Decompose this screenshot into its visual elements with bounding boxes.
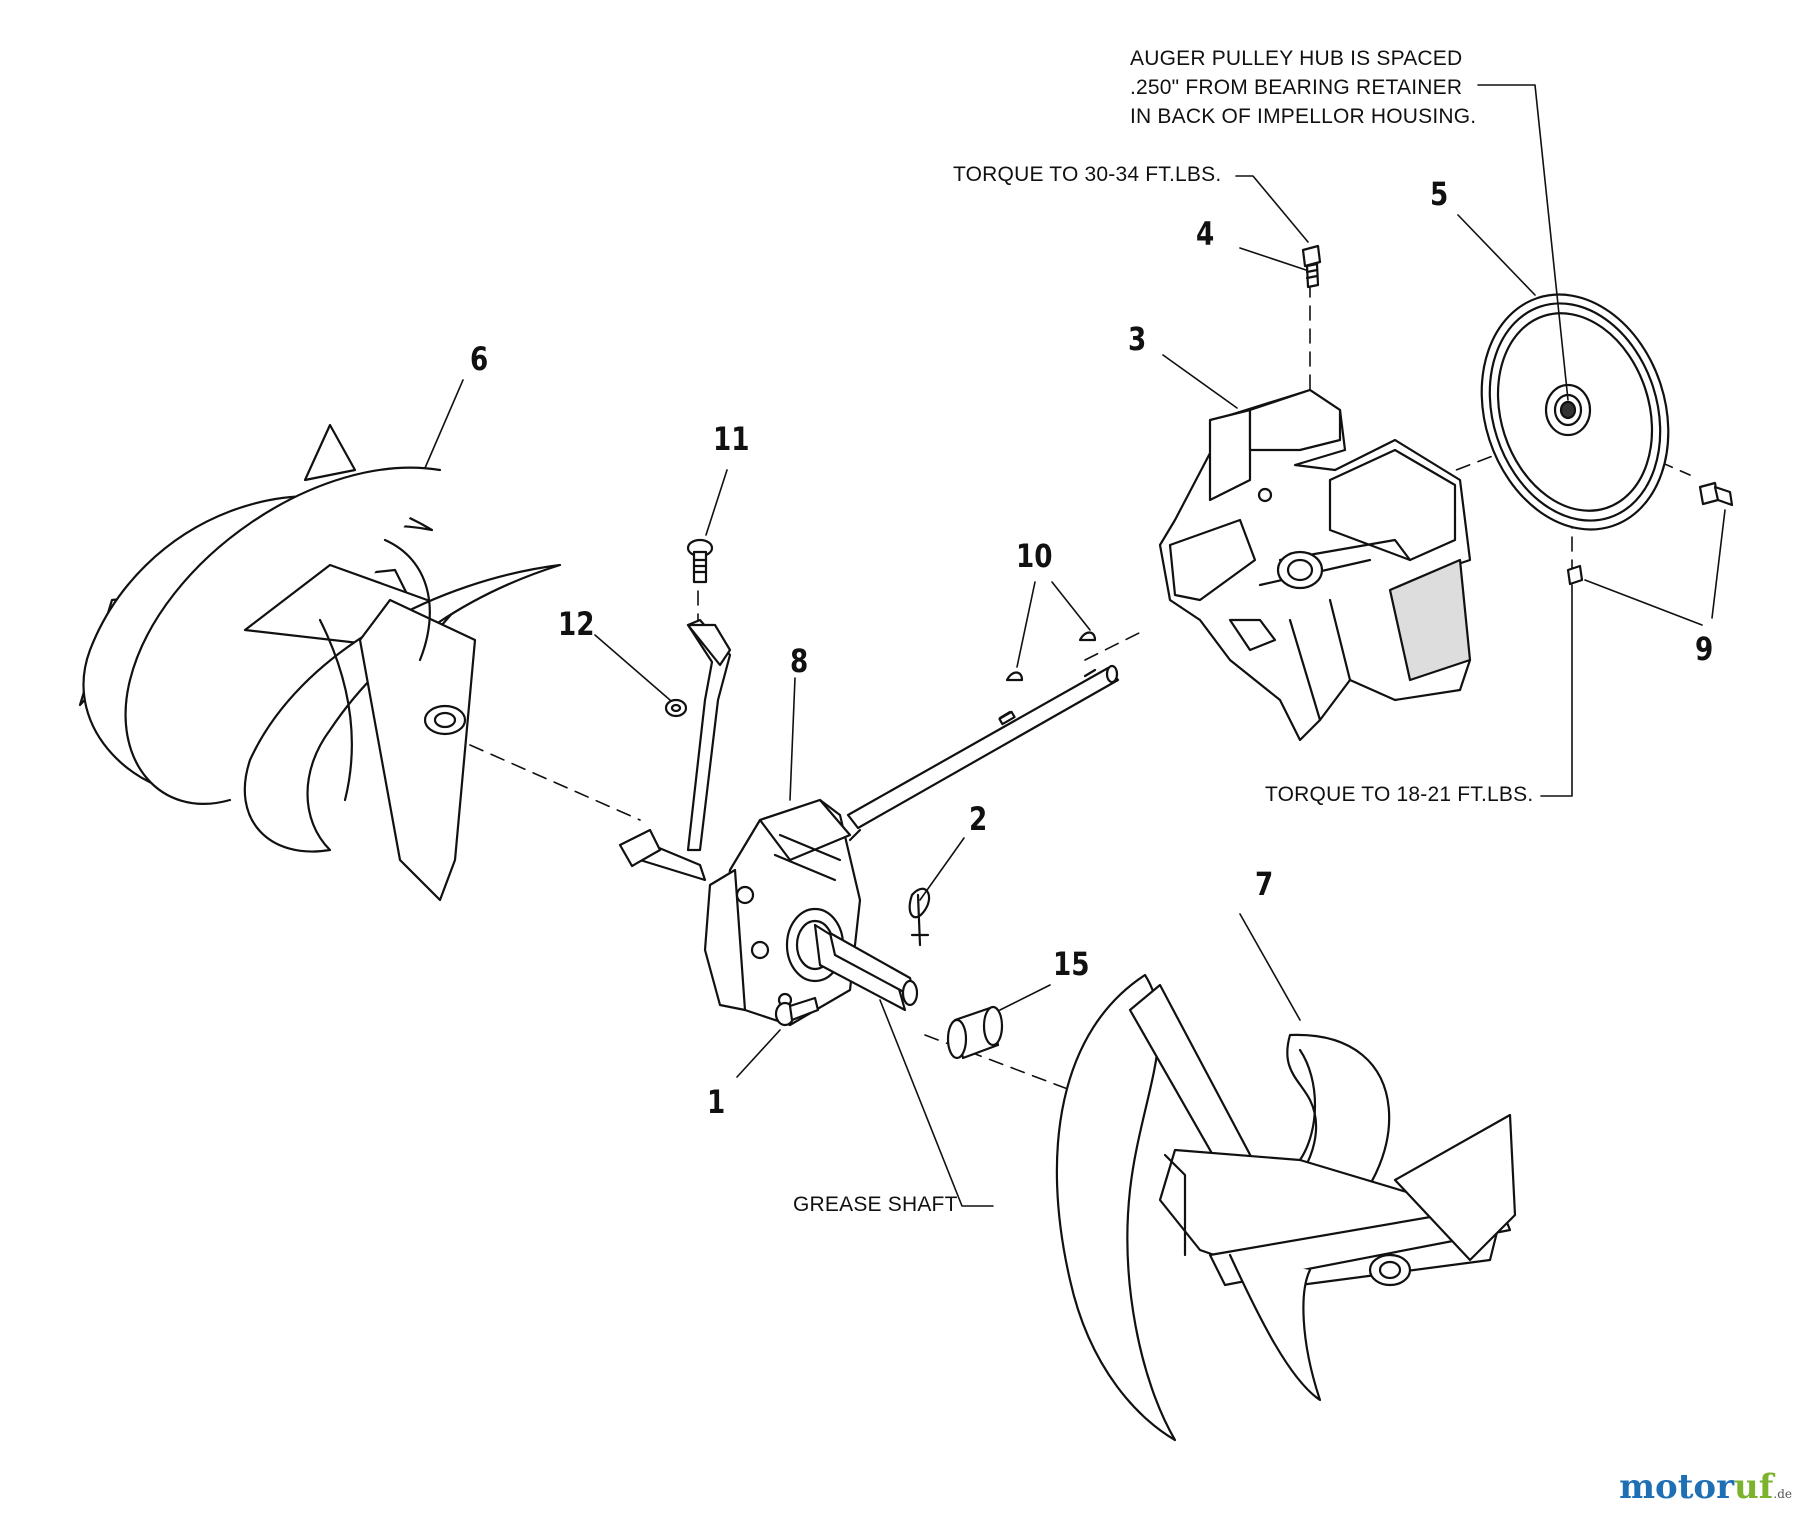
callout-2: 2 bbox=[969, 800, 988, 838]
note-auger-line-3: IN BACK OF IMPELLOR HOUSING. bbox=[1130, 105, 1477, 128]
watermark-tld: .de bbox=[1773, 1487, 1792, 1501]
callout-5: 5 bbox=[1430, 175, 1449, 213]
callout-12: 12 bbox=[558, 605, 595, 643]
callout-11: 11 bbox=[713, 420, 750, 458]
callout-15: 15 bbox=[1053, 945, 1090, 983]
note-torque-18-21: TORQUE TO 18-21 FT.LBS. bbox=[1265, 783, 1534, 806]
watermark-main: motor bbox=[1619, 1467, 1735, 1507]
callout-9: 9 bbox=[1695, 630, 1714, 668]
callout-6: 6 bbox=[470, 340, 489, 378]
note-auger-pulley-hub: AUGER PULLEY HUB IS SPACED .250" FROM BE… bbox=[1130, 44, 1476, 131]
callout-1: 1 bbox=[707, 1083, 726, 1121]
part-10-keys bbox=[1005, 631, 1097, 682]
part-2-pin bbox=[908, 887, 931, 947]
part-12-nut-and-rod bbox=[664, 618, 732, 852]
callout-10: 10 bbox=[1016, 537, 1053, 575]
part-11-carriage-bolt bbox=[686, 538, 714, 584]
part-8-gearbox bbox=[618, 798, 919, 1027]
part-6-left-auger bbox=[78, 423, 562, 902]
callout-leaders bbox=[424, 84, 1726, 1207]
callout-4: 4 bbox=[1196, 215, 1215, 253]
callout-7: 7 bbox=[1255, 865, 1274, 903]
part-15-bushing bbox=[946, 1005, 1004, 1060]
note-auger-line-2: .250" FROM BEARING RETAINER bbox=[1130, 76, 1463, 99]
note-torque-30-34: TORQUE TO 30-34 FT.LBS. bbox=[953, 163, 1222, 186]
main-auger-shaft bbox=[846, 664, 1120, 830]
callout-8: 8 bbox=[790, 642, 809, 680]
part-5-pulley bbox=[1480, 293, 1670, 531]
part-4-bolt bbox=[1301, 244, 1322, 289]
callout-3: 3 bbox=[1128, 320, 1147, 358]
part-7-right-auger bbox=[1055, 973, 1517, 1442]
part-1-bolt bbox=[774, 996, 820, 1027]
brand-watermark: motoruf.de bbox=[1619, 1467, 1792, 1507]
note-grease-shaft: GREASE SHAFT bbox=[793, 1193, 958, 1216]
note-auger-line-1: AUGER PULLEY HUB IS SPACED bbox=[1130, 47, 1463, 70]
part-3-impeller-housing bbox=[1158, 388, 1472, 742]
watermark-accent: uf bbox=[1734, 1467, 1774, 1507]
part-9-set-screws bbox=[1566, 481, 1734, 586]
